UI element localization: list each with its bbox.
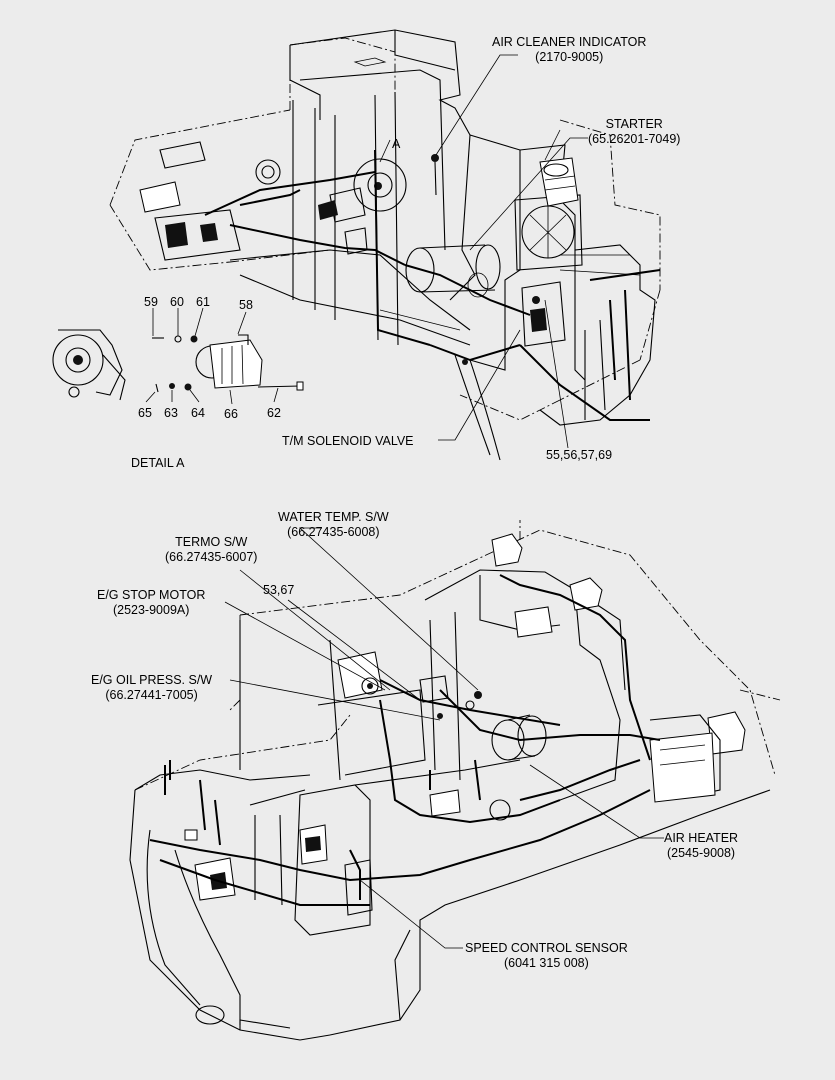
termo-sw-code: (66.27435-6007) [165,550,258,564]
part-62: 62 [267,406,281,420]
part-65: 65 [138,406,152,420]
eg-oil-press-sw-name: E/G OIL PRESS. S/W [91,673,213,687]
air-heater-name: AIR HEATER [664,831,739,845]
bottom-machine-assembly [129,520,781,1041]
starter-name: STARTER [605,117,663,131]
air-heater-label: AIR HEATER (2545-9008) [664,831,738,861]
callout-a: A [392,137,401,151]
leader-lines [224,54,664,949]
part-60: 60 [170,295,184,309]
air-cleaner-indicator-label: AIR CLEANER INDICATOR (2170-9005) [492,35,646,65]
air-heater-code: (2545-9008) [666,846,736,860]
detail-a-label: DETAIL A [131,456,185,470]
eg-oil-press-sw-code: (66.27441-7005) [105,688,198,702]
detail-a-alternator [52,307,304,405]
eg-stop-motor-code: (2523-9009A) [112,603,190,617]
water-temp-sw-name: WATER TEMP. S/W [278,510,389,524]
speed-control-sensor-name: SPEED CONTROL SENSOR [465,941,628,955]
parts-55-56-57-69: 55,56,57,69 [546,448,613,462]
part-66: 66 [224,407,238,421]
termo-sw-name: TERMO S/W [175,535,248,549]
part-58: 58 [239,298,253,312]
parts-53-67: 53,67 [263,583,295,597]
termo-sw-label: TERMO S/W (66.27435-6007) [165,535,257,565]
eg-oil-press-sw-label: E/G OIL PRESS. S/W (66.27441-7005) [91,673,212,703]
part-59: 59 [144,295,158,309]
water-temp-sw-code: (66.27435-6008) [287,525,380,539]
tm-solenoid-valve-label: T/M SOLENOID VALVE [282,434,414,448]
starter-label: STARTER (65.26201-7049) [588,117,680,147]
speed-control-sensor-label: SPEED CONTROL SENSOR (6041 315 008) [465,941,628,971]
part-63: 63 [164,406,178,420]
air-cleaner-indicator-code: (2170-9005) [535,50,604,64]
air-cleaner-indicator-name: AIR CLEANER INDICATOR [492,35,647,49]
starter-code: (65.26201-7049) [588,132,681,146]
top-engine-assembly [109,29,661,461]
eg-stop-motor-name: E/G STOP MOTOR [97,588,206,602]
eg-stop-motor-label: E/G STOP MOTOR (2523-9009A) [97,588,205,618]
part-61: 61 [196,295,210,309]
speed-control-sensor-code: (6041 315 008) [503,956,589,970]
part-64: 64 [191,406,205,420]
water-temp-sw-label: WATER TEMP. S/W (66.27435-6008) [278,510,389,540]
